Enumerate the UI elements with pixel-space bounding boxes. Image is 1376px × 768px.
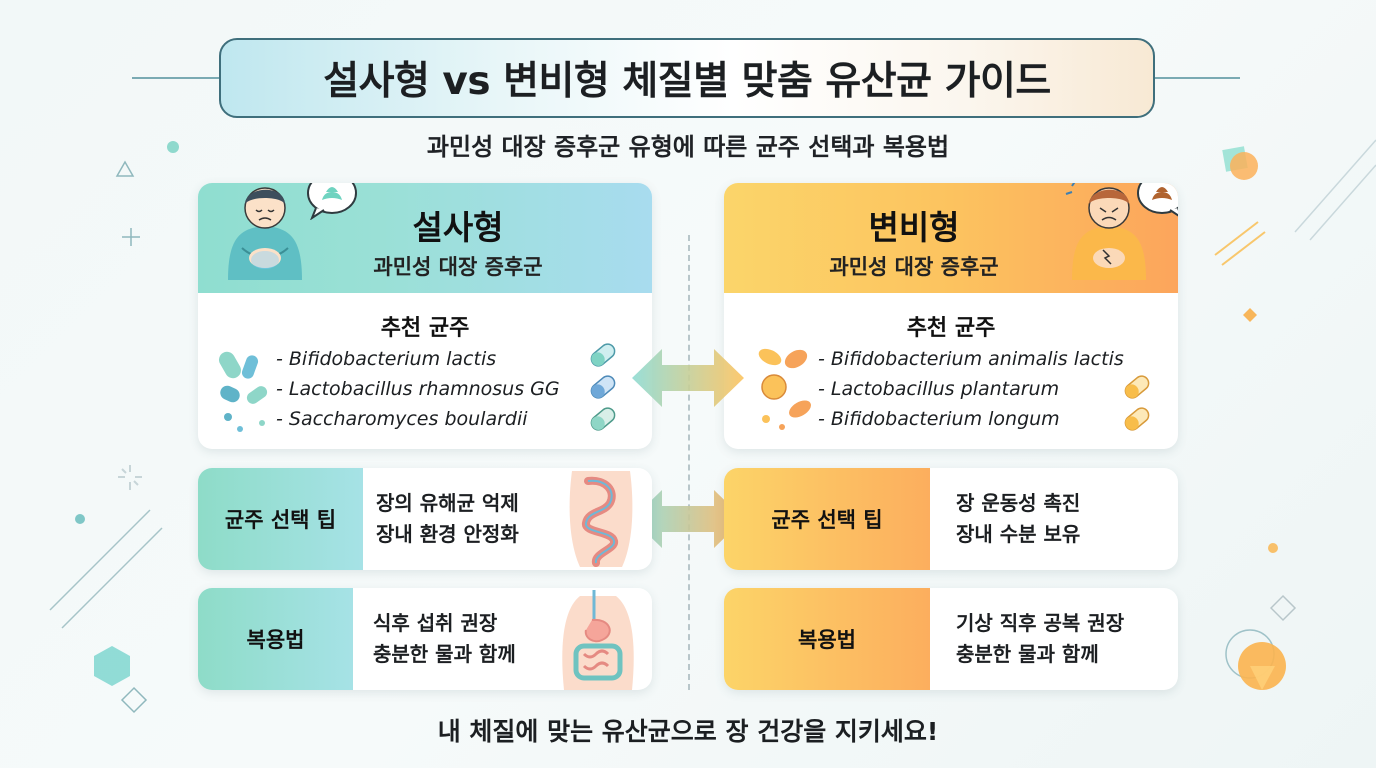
person-stomachache-icon (228, 187, 302, 280)
footer-message: 내 체질에 맞는 유산균으로 장 건강을 지키세요! (437, 717, 939, 746)
diarrhea-dose-line-2: 충분한 물과 함께 (373, 642, 516, 666)
diarrhea-tip-line-2: 장내 환경 안정화 (376, 522, 519, 546)
constipation-tip-row: 균주 선택 팁 장 운동성 촉진 장내 수분 보유 (724, 468, 1178, 570)
diarrhea-strain-3: - Saccharomyces boulardii (276, 408, 528, 430)
constipation-dose-line-2: 충분한 물과 함께 (956, 642, 1099, 666)
diarrhea-type-subtitle: 과민성 대장 증후군 (373, 255, 543, 279)
diarrhea-dose-row: 복용법 식후 섭취 권장 충분한 물과 함께 (198, 588, 652, 690)
diarrhea-tip-line-1: 장의 유해균 억제 (376, 491, 519, 515)
constipation-type-card: 변비형 과민성 대장 증후군 추천 균주 - Bifidobacterium a… (724, 183, 1178, 449)
diarrhea-type-card: 설사형 과민성 대장 증후군 추천 균주 - Bifidobacterium l… (198, 183, 652, 449)
diarrhea-strains-title: 추천 균주 (380, 316, 470, 341)
diarrhea-type-title: 설사형 (412, 208, 504, 247)
bacteria-icon (758, 348, 811, 430)
person-stomachache-icon (1065, 183, 1146, 280)
constipation-tip-label: 균주 선택 팁 (724, 468, 930, 570)
constipation-tip-line-1: 장 운동성 촉진 (956, 491, 1081, 515)
diarrhea-strain-1: - Bifidobacterium lactis (276, 348, 497, 370)
digestive-system-icon (562, 590, 634, 690)
constipation-strains-title: 추천 균주 (906, 316, 996, 341)
capsule-icon (1124, 375, 1150, 431)
diarrhea-dose-label: 복용법 (198, 588, 353, 690)
double-arrow-icon (632, 490, 744, 548)
constipation-dose-row: 복용법 기상 직후 공복 권장 충분한 물과 함께 (724, 588, 1178, 690)
bacteria-icon (219, 351, 268, 432)
constipation-strain-3: - Bifidobacterium longum (818, 408, 1060, 430)
diarrhea-strain-2: - Lactobacillus rhamnosus GG (276, 378, 560, 400)
diarrhea-tip-label: 균주 선택 팁 (198, 468, 363, 570)
constipation-strain-2: - Lactobacillus plantarum (818, 378, 1060, 400)
page-title: 설사형 vs 변비형 체질별 맞춤 유산균 가이드 (219, 38, 1155, 118)
poop-bubble-icon (307, 183, 357, 220)
center-divider (688, 235, 690, 690)
constipation-strain-1: - Bifidobacterium animalis lactis (818, 348, 1124, 370)
constipation-type-subtitle: 과민성 대장 증후군 (829, 255, 999, 279)
constipation-type-title: 변비형 (868, 208, 960, 247)
diarrhea-dose-line-1: 식후 섭취 권장 (373, 611, 498, 635)
diarrhea-tip-row: 균주 선택 팁 장의 유해균 억제 장내 환경 안정화 (198, 468, 652, 570)
poop-bubble-icon (1137, 183, 1178, 217)
title-line-left (132, 77, 220, 79)
double-arrow-icon (632, 349, 744, 407)
title-line-right (1155, 77, 1240, 79)
capsule-icon (590, 343, 616, 431)
page-subtitle: 과민성 대장 증후군 유형에 따른 균주 선택과 복용법 (426, 133, 950, 161)
constipation-dose-label: 복용법 (724, 588, 930, 690)
intestine-icon (569, 471, 633, 567)
constipation-dose-line-1: 기상 직후 공복 권장 (956, 611, 1125, 635)
constipation-tip-line-2: 장내 수분 보유 (956, 522, 1081, 546)
